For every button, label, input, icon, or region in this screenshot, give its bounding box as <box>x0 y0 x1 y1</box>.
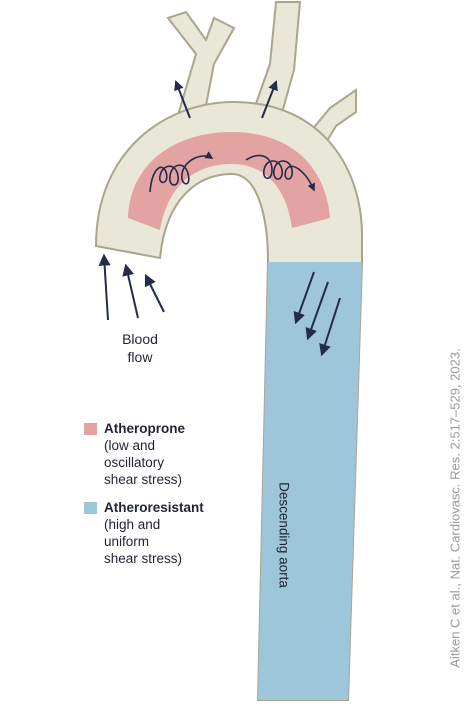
atheroresistant-region <box>258 262 362 700</box>
oscillatory-flow-swirls <box>149 151 316 193</box>
legend-title: Atheroprone <box>104 421 185 436</box>
swirl-arrow-left <box>149 151 214 193</box>
flow-arrow <box>122 263 139 319</box>
legend-desc-line: oscillatory <box>104 455 165 470</box>
legend-title: Atheroresistant <box>104 500 204 515</box>
blood-flow-label-line: flow <box>127 349 153 365</box>
legend-desc-line: (high and <box>104 517 161 532</box>
atheroresistant-swatch <box>84 502 97 514</box>
branch-arrow <box>174 80 191 119</box>
blood-flow-arrows <box>98 253 165 321</box>
legend-desc-line: uniform <box>104 534 150 549</box>
citation-text: Aitken C et al., Nat. Cardiovasc. Res. 2… <box>447 348 463 668</box>
legend-desc-line: (low and <box>104 438 156 453</box>
legend-atheroresistant: Atheroresistant (high and uniform shear … <box>84 499 234 567</box>
atheroprone-region <box>128 132 330 230</box>
descending-arrow <box>305 281 329 341</box>
descending-aorta-label: Descending aorta <box>276 482 292 588</box>
swirl-arrow-right <box>245 154 316 192</box>
atheroprone-swatch <box>84 423 97 435</box>
blood-flow-label: Blood flow <box>108 330 172 366</box>
legend-desc-line: shear stress) <box>104 472 183 487</box>
legend-atheroprone: Atheroprone (low and oscillatory shear s… <box>84 420 234 488</box>
branch-arrow <box>261 80 278 119</box>
flow-arrow <box>144 273 165 313</box>
branch-flow-arrows <box>174 80 278 119</box>
blood-flow-label-line: Blood <box>122 331 158 347</box>
descending-flow-arrows <box>293 271 341 357</box>
descending-arrow <box>293 271 315 325</box>
legend-desc-line: shear stress) <box>104 551 183 566</box>
descending-arrow <box>319 297 341 357</box>
flow-arrow <box>98 253 111 321</box>
branch-artery-left <box>166 10 236 128</box>
